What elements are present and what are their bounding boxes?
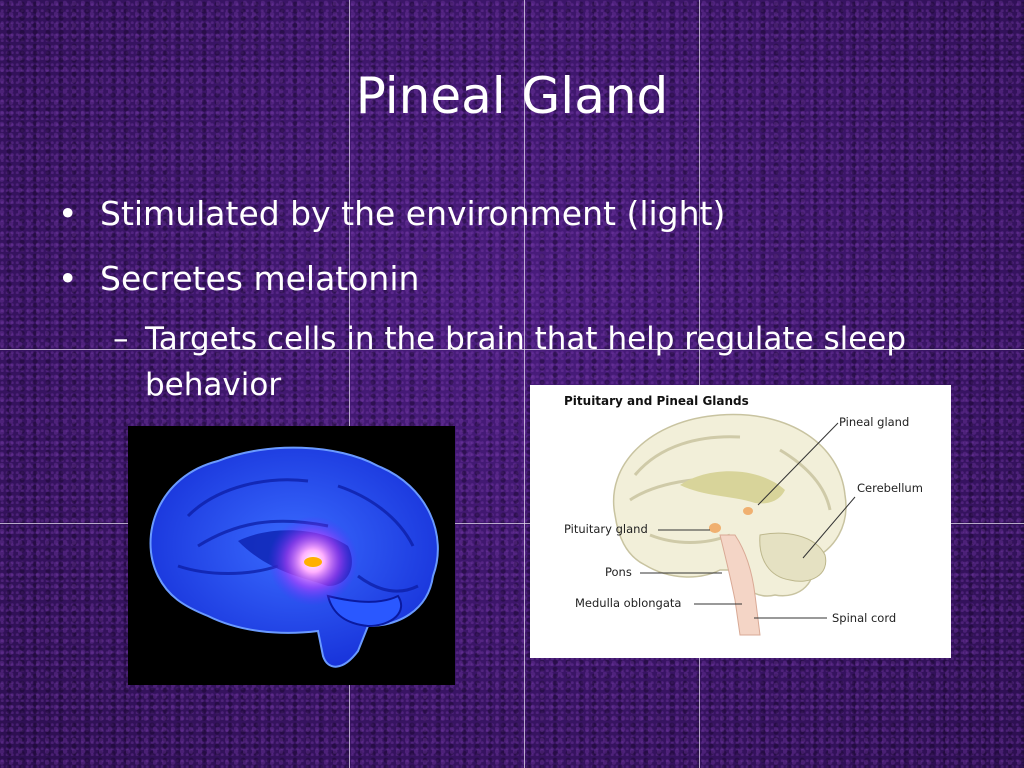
sub-bullet-continuation: behavior <box>145 367 282 403</box>
slide-title: Pineal Gland <box>355 67 669 125</box>
grid-line <box>0 349 1024 350</box>
sub-bullet-glyph: – <box>113 321 129 357</box>
bullet-text: Stimulated by the environment (light) <box>100 194 726 233</box>
sub-bullet-item: –Targets cells in the brain that help re… <box>113 316 943 408</box>
bullet-glyph: • <box>58 259 78 298</box>
label-cerebellum: Cerebellum <box>857 481 923 495</box>
brain-scan-graphic <box>149 446 439 668</box>
brain-scan-image <box>128 426 455 685</box>
grid-line <box>699 0 700 768</box>
label-spinal-cord: Spinal cord <box>832 611 897 625</box>
label-pituitary-gland: Pituitary gland <box>564 522 648 536</box>
diagram-title: Pituitary and Pineal Glands <box>564 394 749 408</box>
anatomy-diagram: Pituitary and Pineal Glands Pineal gland… <box>530 385 951 658</box>
bullet-glyph: • <box>58 194 78 233</box>
bullet-item: • Secretes melatonin <box>58 259 419 299</box>
bullet-item: • Stimulated by the environment (light) <box>58 194 725 234</box>
grid-line <box>524 0 525 768</box>
label-pineal-gland: Pineal gland <box>839 415 910 429</box>
brain-cross-section <box>612 413 856 636</box>
grid-line <box>349 0 350 768</box>
label-medulla-oblongata: Medulla oblongata <box>575 596 682 610</box>
bullet-text: Secretes melatonin <box>100 259 420 298</box>
sub-bullet-text: Targets cells in the brain that help reg… <box>145 321 907 357</box>
grid-line <box>0 523 1024 524</box>
label-pons: Pons <box>605 565 632 579</box>
